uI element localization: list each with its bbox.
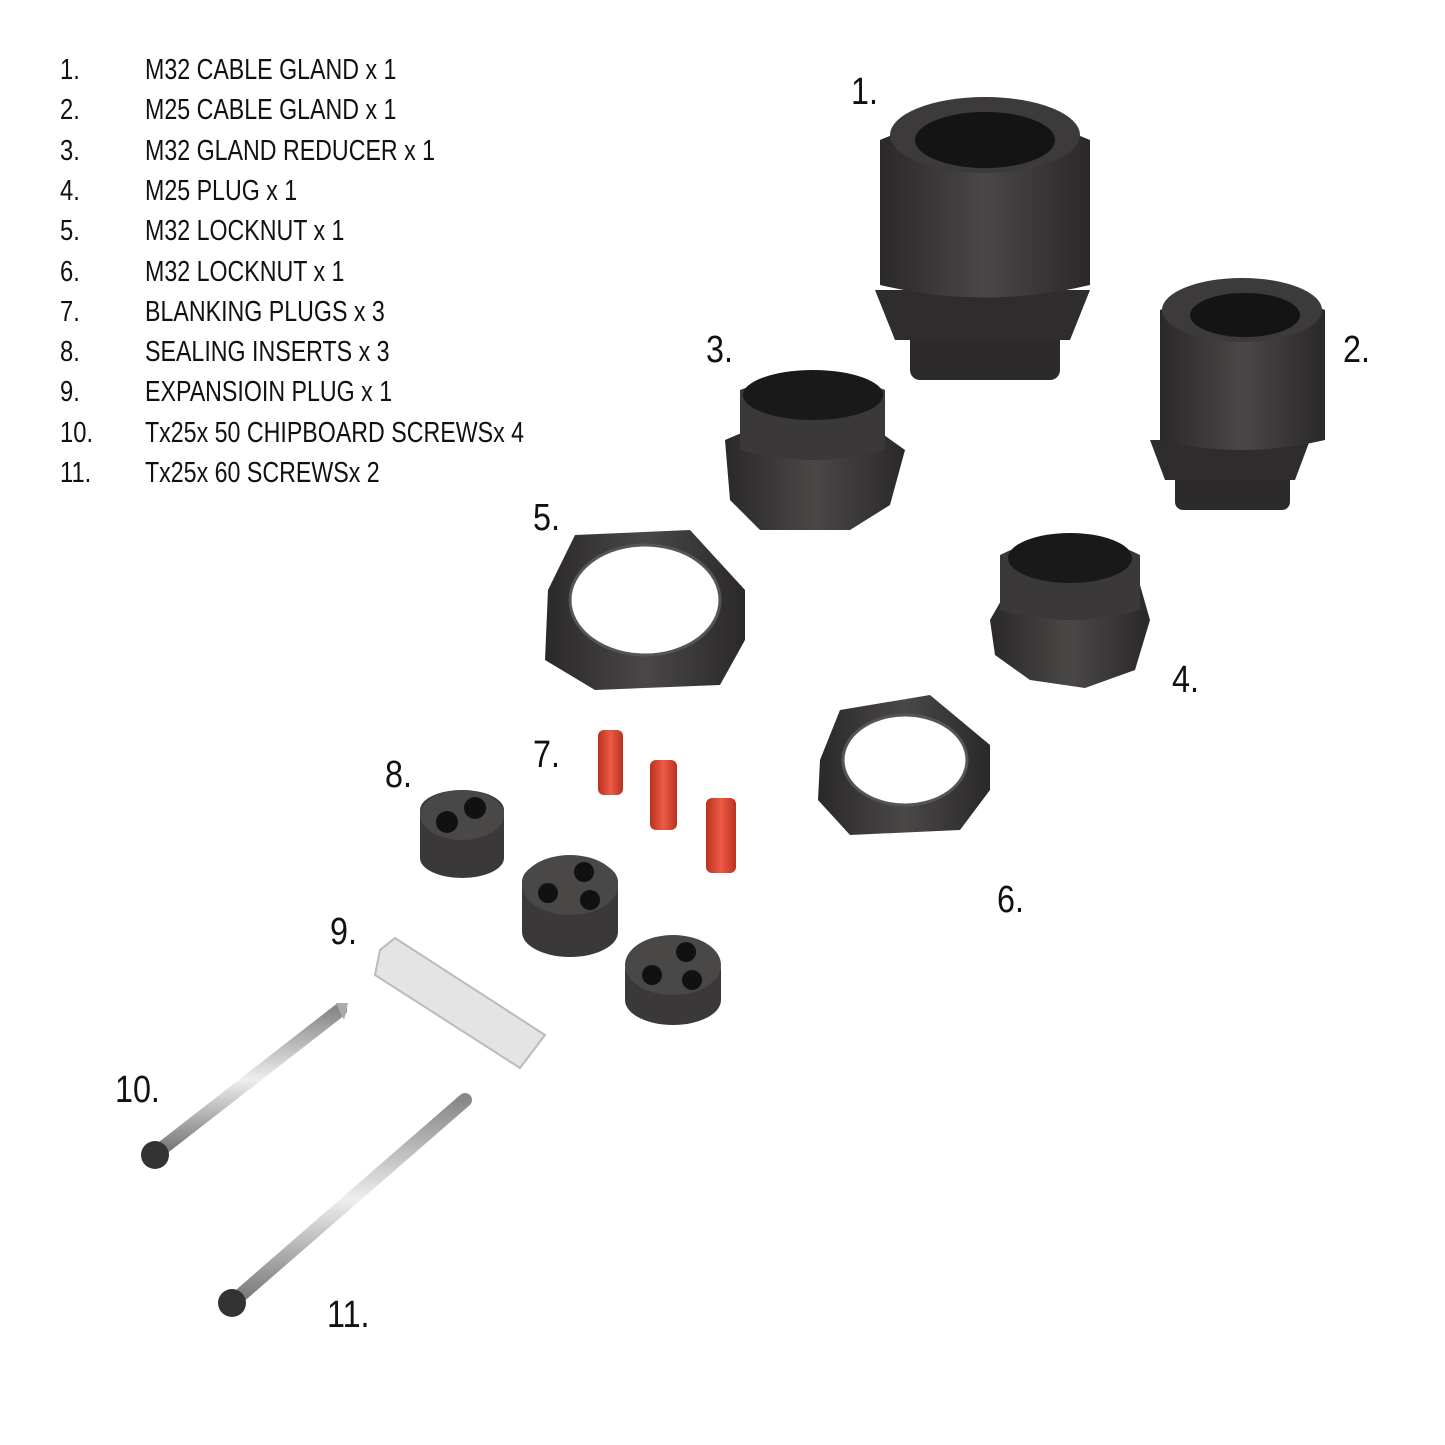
callout-4: 4. <box>1172 659 1199 701</box>
item-text: M25 CABLE GLAND x 1 <box>145 94 397 127</box>
item-text: Tx25x 50 CHIPBOARD SCREWSx 4 <box>145 416 525 449</box>
long-screw <box>218 1093 472 1317</box>
item-text: M32 CABLE GLAND x 1 <box>145 54 397 86</box>
sealing-inserts <box>420 790 721 1025</box>
m32-locknut-5 <box>545 530 745 690</box>
m25-plug <box>990 533 1150 688</box>
item-number: 6. <box>60 255 80 288</box>
callout-7: 7. <box>533 734 560 776</box>
item-text: Tx25x 60 SCREWSx 2 <box>145 457 380 489</box>
callout-3: 3. <box>706 329 733 371</box>
m32-locknut-6 <box>818 695 990 835</box>
item-number: 1. <box>60 54 80 86</box>
m25-cable-gland <box>1150 278 1325 510</box>
item-number: 7. <box>60 295 80 328</box>
item-text: M32 GLAND REDUCER x 1 <box>145 134 436 167</box>
item-text: M32 LOCKNUT x 1 <box>145 255 345 288</box>
item-number: 10. <box>60 416 94 449</box>
item-text: BLANKING PLUGS x 3 <box>145 295 385 328</box>
expansion-plug <box>373 936 547 1070</box>
m32-gland-reducer <box>725 370 905 530</box>
callout-10: 10. <box>115 1069 160 1111</box>
item-number: 9. <box>60 376 80 409</box>
callout-11: 11. <box>327 1294 370 1336</box>
callout-2: 2. <box>1343 329 1370 371</box>
item-text: EXPANSIOIN PLUG x 1 <box>145 376 393 409</box>
callout-5: 5. <box>533 497 560 539</box>
item-text: M25 PLUG x 1 <box>145 174 298 207</box>
item-number: 3. <box>60 134 80 167</box>
callout-8: 8. <box>385 754 412 796</box>
callout-1: 1. <box>851 71 878 113</box>
item-number: 8. <box>60 336 80 369</box>
item-number: 5. <box>60 215 80 248</box>
item-number: 2. <box>60 94 80 127</box>
callout-6: 6. <box>997 879 1024 921</box>
m32-cable-gland <box>875 97 1090 380</box>
chipboard-screw <box>141 1003 348 1169</box>
blanking-plugs <box>598 730 736 873</box>
item-text: SEALING INSERTS x 3 <box>145 336 390 369</box>
callout-9: 9. <box>330 911 357 953</box>
item-text: M32 LOCKNUT x 1 <box>145 215 345 248</box>
item-number: 11. <box>60 457 92 489</box>
item-number: 4. <box>60 174 80 207</box>
